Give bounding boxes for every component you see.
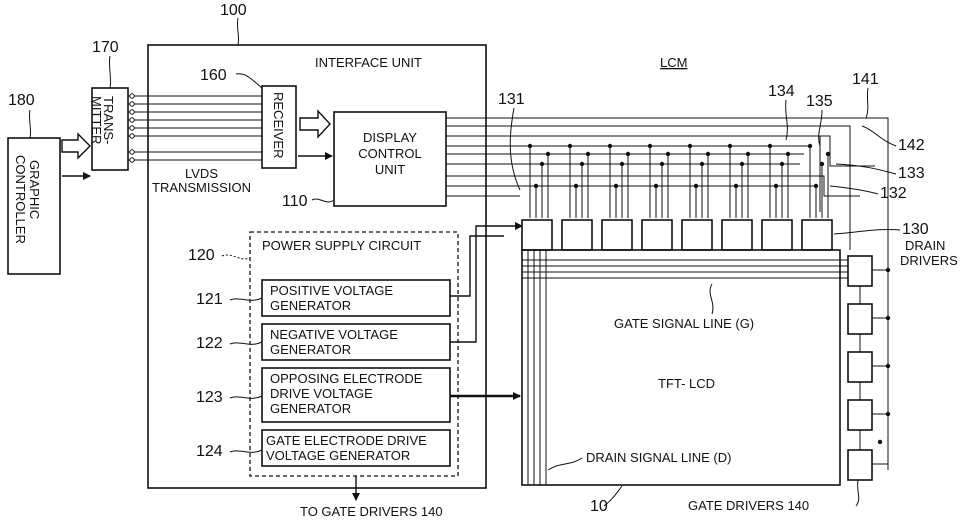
neg-gen-label-1: NEGATIVE VOLTAGE	[270, 327, 398, 342]
drain-driver-row	[522, 220, 832, 250]
gate-driver	[848, 400, 872, 430]
leader-142	[862, 126, 896, 146]
opp-gen-label-1: OPPOSING ELECTRODE	[270, 371, 423, 386]
gate-driver	[848, 304, 872, 334]
leader-123	[230, 396, 262, 398]
leader-124	[230, 450, 262, 452]
leader-141	[866, 88, 868, 118]
drain-signal-line-label: DRAIN SIGNAL LINE (D)	[586, 450, 731, 465]
leader-130	[834, 229, 900, 234]
leader-180	[29, 110, 30, 138]
leader-134	[786, 100, 788, 140]
ref-133: 133	[898, 165, 925, 182]
ref-134: 134	[768, 83, 795, 100]
ref-124: 124	[196, 443, 223, 460]
ref-170: 170	[92, 39, 119, 56]
drain-driver	[562, 220, 592, 250]
leader-131	[510, 108, 520, 190]
ref-141: 141	[852, 71, 879, 88]
ref-10: 10	[590, 498, 608, 515]
leader-120	[222, 255, 250, 259]
drain-driver	[802, 220, 832, 250]
lvds-label-2: TRANSMISSION	[152, 180, 251, 195]
graphic-controller-label-2: CONTROLLER	[13, 155, 28, 244]
ref-110: 110	[282, 193, 308, 210]
drain-drivers-label-1: DRAIN	[905, 238, 945, 253]
power-supply-label: POWER SUPPLY CIRCUIT	[262, 238, 421, 253]
drain-driver	[682, 220, 712, 250]
ref-135: 135	[806, 93, 833, 110]
pos-gen-label-2: GENERATOR	[270, 298, 351, 313]
leader-160	[236, 74, 262, 88]
gate-drivers-label: GATE DRIVERS 140	[688, 498, 809, 513]
opp-gen-label-3: GENERATOR	[270, 401, 351, 416]
ref-142: 142	[898, 137, 925, 154]
ref-132: 132	[880, 185, 907, 202]
interface-unit-label: INTERFACE UNIT	[315, 55, 422, 70]
gate-driver	[848, 256, 872, 286]
to-gate-drivers-label: TO GATE DRIVERS 140	[300, 504, 443, 519]
neg-gen-label-2: GENERATOR	[270, 342, 351, 357]
drain-driver-junctions	[528, 144, 830, 188]
gate-signal-lines	[522, 260, 848, 278]
lvds-label-1: LVDS	[185, 166, 218, 181]
gate-gen-label-2: VOLTAGE GENERATOR	[266, 448, 410, 463]
gate-gen-label-1: GATE ELECTRODE DRIVE	[266, 433, 427, 448]
ref-160: 160	[200, 67, 227, 84]
drain-driver	[522, 220, 552, 250]
drain-driver	[722, 220, 752, 250]
ref-131: 131	[498, 91, 525, 108]
ref-123: 123	[196, 389, 223, 406]
gate-signal-line-label: GATE SIGNAL LINE (G)	[614, 316, 754, 331]
drain-driver	[642, 220, 672, 250]
lcm-label: LCM	[660, 55, 687, 70]
leader-122	[230, 342, 262, 344]
ref-122: 122	[196, 335, 223, 352]
gate-driver	[848, 352, 872, 382]
ref-121: 121	[196, 291, 223, 308]
leader-gate-signal	[710, 284, 713, 314]
leader-132	[830, 186, 878, 194]
dcu-label-1: DISPLAY	[363, 130, 417, 145]
leader-110	[312, 199, 334, 202]
leader-140	[856, 480, 859, 506]
dcu-label-2: CONTROL	[358, 146, 422, 161]
drain-driver	[602, 220, 632, 250]
graphic-controller-label-1: GRAPHIC	[27, 160, 42, 219]
leader-100	[237, 18, 238, 45]
receiver-label: RECEIVER	[271, 92, 286, 158]
lvds-lines	[128, 94, 262, 162]
ref-130: 130	[902, 221, 929, 238]
drain-signal-lines	[528, 250, 546, 485]
leader-drain-signal	[548, 458, 582, 470]
pos-gen-label-1: POSITIVE VOLTAGE	[270, 283, 393, 298]
dcu-label-3: UNIT	[375, 162, 405, 177]
hollow-arrow-gc-tx	[62, 134, 90, 158]
gate-driver	[848, 450, 872, 480]
leader-170	[109, 56, 110, 88]
opp-gen-label-2: DRIVE VOLTAGE	[270, 386, 373, 401]
transmitter-label-2: MITTER	[89, 96, 104, 144]
leader-121	[230, 298, 262, 300]
ref-100: 100	[220, 2, 247, 19]
hollow-arrow-rx-dcu	[300, 111, 330, 137]
drain-driver	[762, 220, 792, 250]
drain-drivers-label-2: DRIVERS	[900, 253, 958, 268]
ref-180: 180	[8, 92, 35, 109]
ref-120: 120	[188, 247, 215, 264]
gate-driver-column	[848, 256, 890, 480]
tft-lcd-label: TFT- LCD	[658, 376, 715, 391]
drain-driver-drops	[530, 146, 828, 218]
